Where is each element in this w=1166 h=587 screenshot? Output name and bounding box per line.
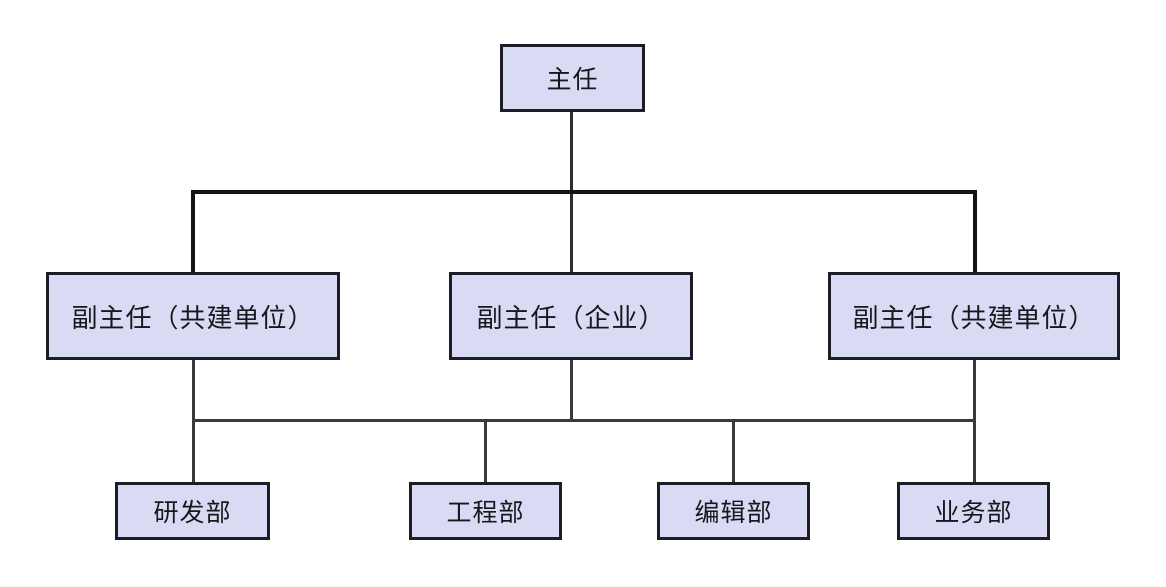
- node-dept-rnd: 研发部: [115, 482, 270, 540]
- node-deputy-right-label: 副主任（共建单位）: [852, 302, 1096, 333]
- node-dept-business: 业务部: [897, 482, 1050, 540]
- connector-drop-editorial: [732, 419, 735, 483]
- connector-drop-deputy-right: [973, 190, 977, 274]
- node-director: 主任: [500, 44, 645, 112]
- node-dept-engineering-label: 工程部: [446, 499, 525, 527]
- node-deputy-left: 副主任（共建单位）: [46, 272, 340, 360]
- connector-drop-engineering: [484, 419, 487, 483]
- node-dept-editorial: 编辑部: [657, 482, 810, 540]
- node-dept-business-label: 业务部: [934, 499, 1013, 527]
- node-dept-rnd-label: 研发部: [153, 499, 232, 527]
- connector-level2-rail: [192, 419, 976, 422]
- node-deputy-left-label: 副主任（共建单位）: [71, 302, 315, 333]
- node-director-label: 主任: [546, 66, 599, 94]
- connector-drop-deputy-left: [191, 190, 195, 274]
- node-dept-editorial-label: 编辑部: [694, 499, 773, 527]
- connector-stem-deputy-center: [570, 360, 573, 422]
- node-dept-engineering: 工程部: [409, 482, 562, 540]
- node-deputy-right: 副主任（共建单位）: [828, 272, 1120, 360]
- connector-level1-bus-bar: [191, 190, 977, 194]
- node-deputy-center: 副主任（企业）: [449, 272, 693, 360]
- node-deputy-center-label: 副主任（企业）: [476, 302, 666, 333]
